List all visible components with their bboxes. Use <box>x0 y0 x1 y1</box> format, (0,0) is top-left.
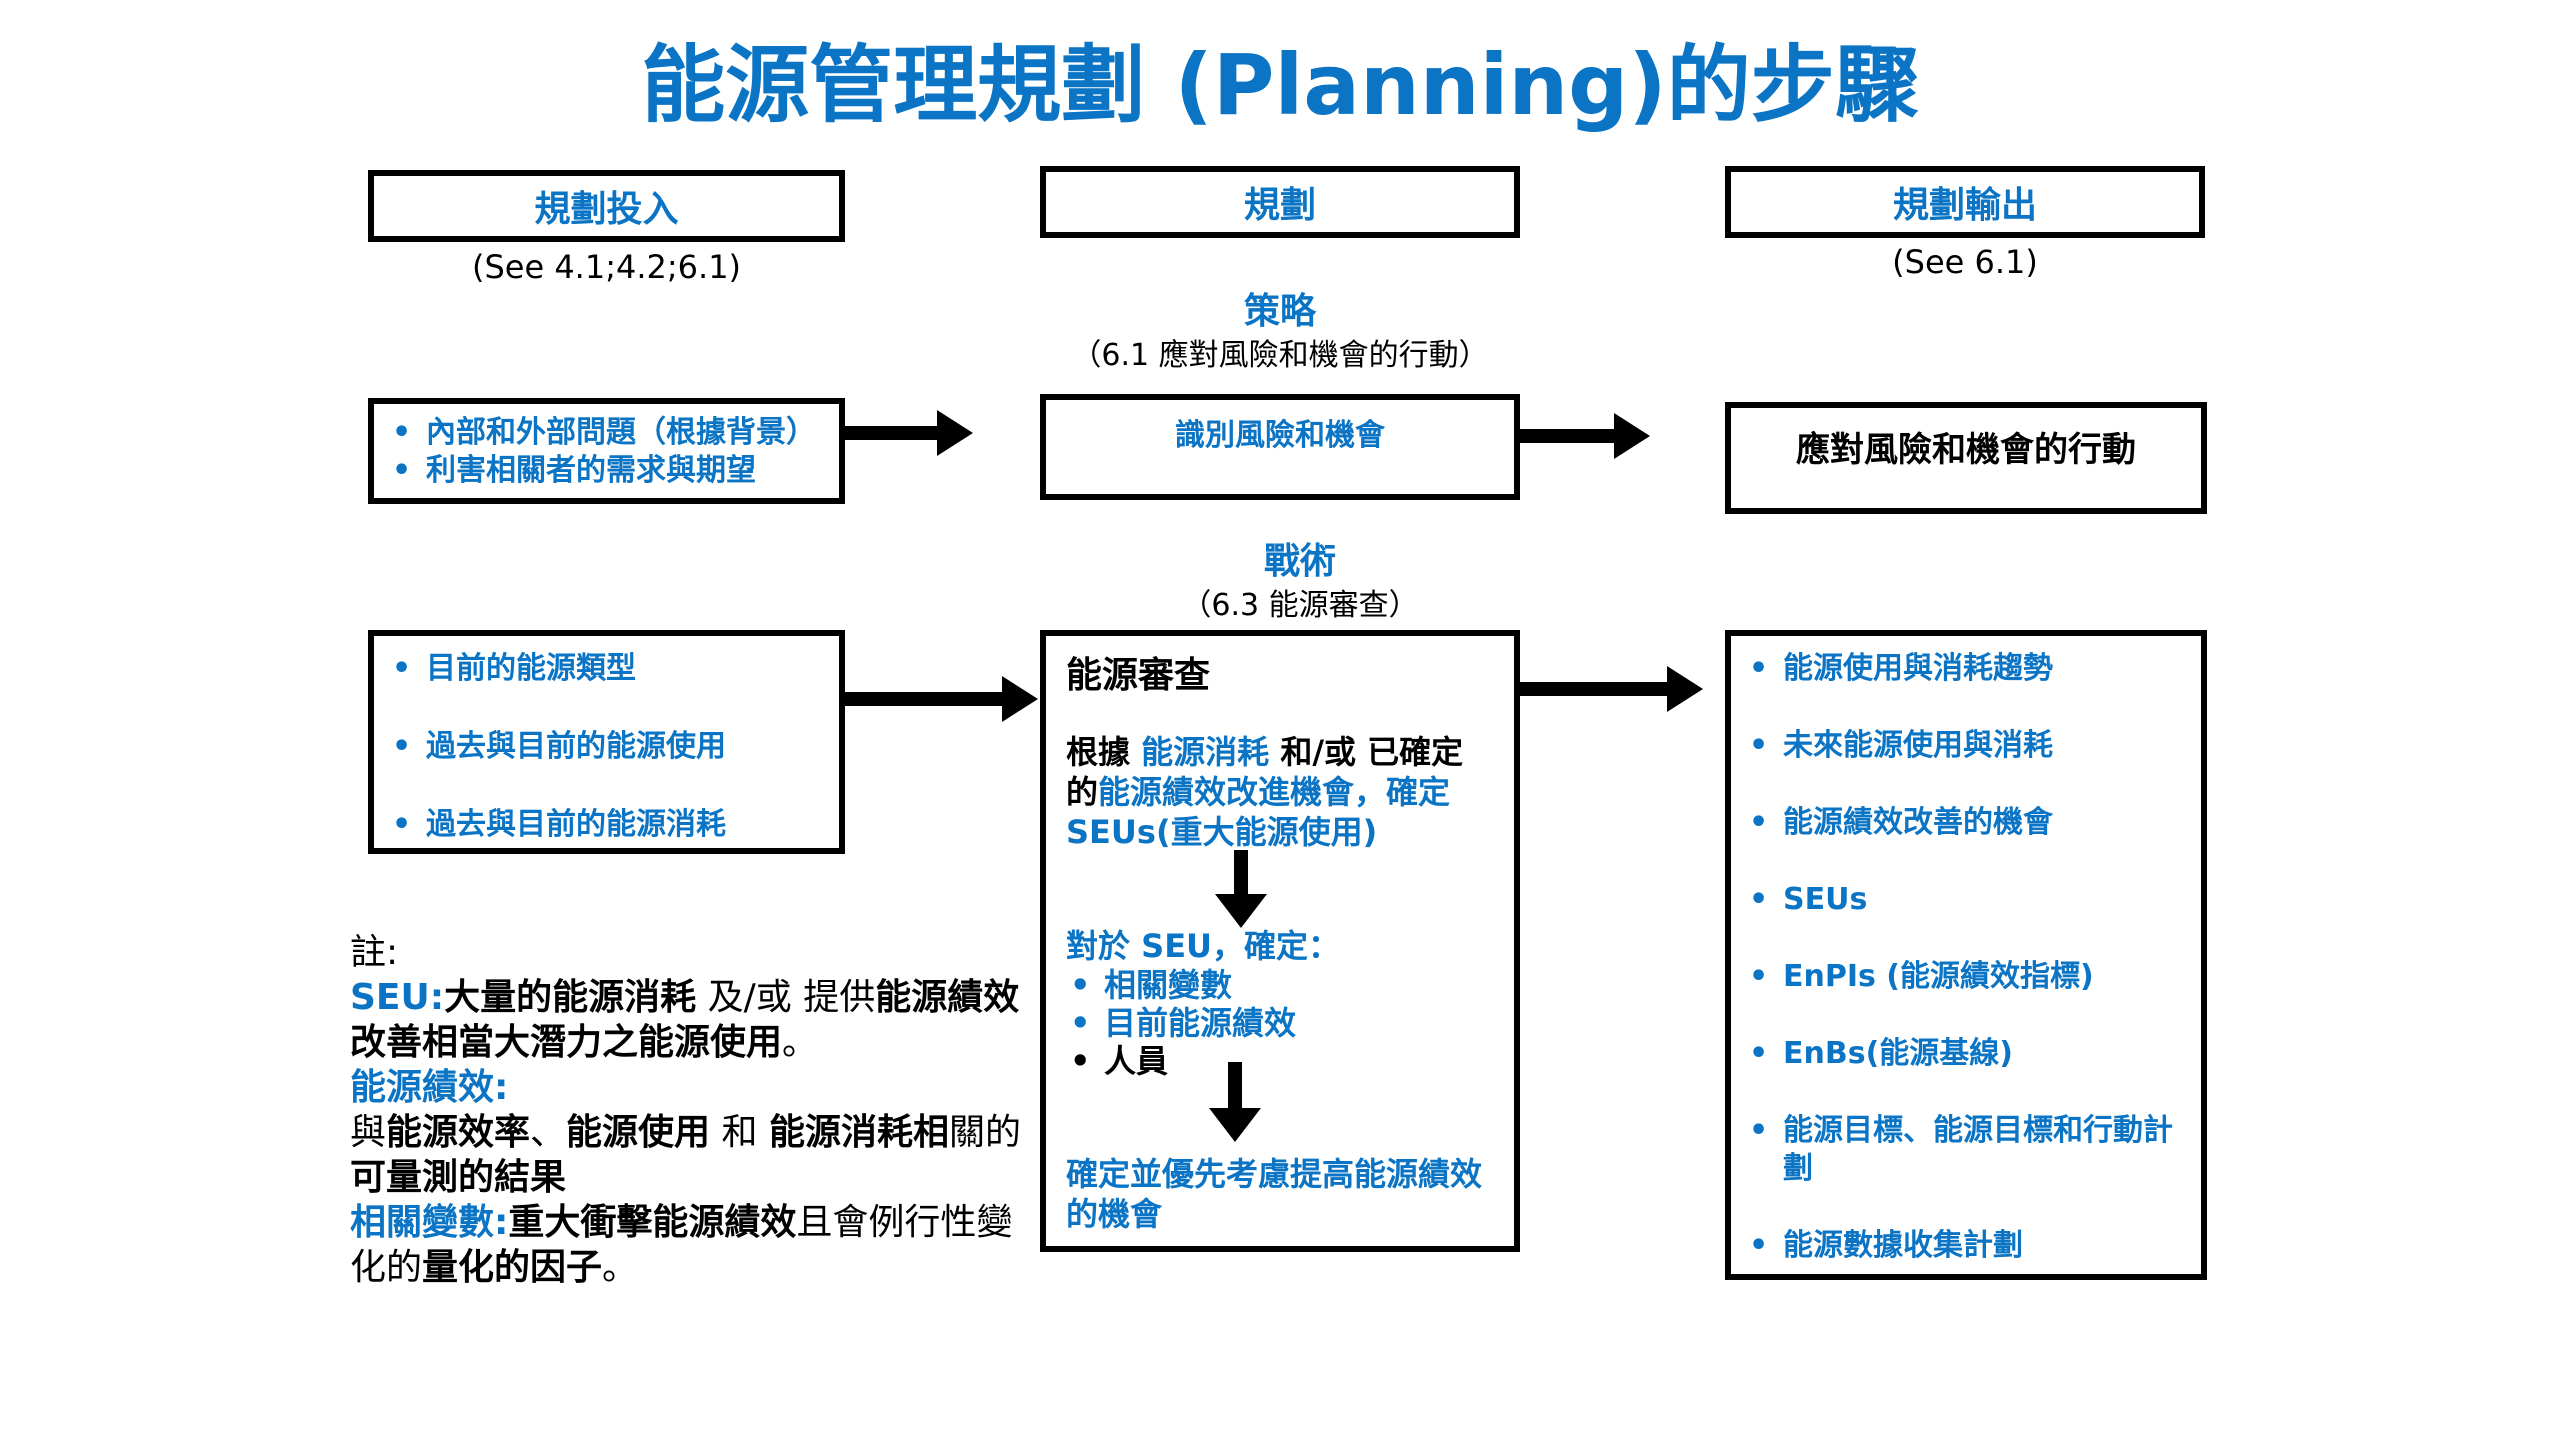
list-item: •過去與目前的能源使用 <box>392 729 726 764</box>
arrow-right-icon <box>1520 666 1703 712</box>
note-performance: 能源績效: 與能源效率、能源使用 和 能源消耗相關的可量測的結果 <box>350 1067 1021 1198</box>
arrow-down-icon <box>1209 1062 1261 1142</box>
page-title: 能源管理規劃 (Planning)的步驟 <box>641 36 1919 134</box>
note-seu: SEU:大量的能源消耗 及/或 提供能源績效改善相當大潛力之能源使用。 <box>350 977 1020 1063</box>
list-item: •能源目標、能源目標和行動計劃 <box>1749 1113 2173 1186</box>
tactics-center-box: 能源審查 根據 能源消耗 和/或 已確定 的能源績效改進機會，確定 SEUs(重… <box>1040 630 1520 1252</box>
arrow-right-icon <box>1520 413 1650 459</box>
list-item: •利害相關者的需求與期望 <box>392 453 756 488</box>
tactics-output-box: •能源使用與消耗趨勢 •未來能源使用與消耗 •能源績效改善的機會 •SEUs •… <box>1725 630 2207 1280</box>
header-plan: 規劃 <box>1040 166 1520 238</box>
strategy-input-box: •內部和外部問題（根據背景） •利害相關者的需求與期望 <box>368 398 845 504</box>
list-item: •能源使用與消耗趨勢 <box>1749 651 2053 686</box>
list-item: •人員 <box>1070 1042 1169 1080</box>
header-output: 規劃輸出 <box>1725 166 2205 238</box>
list-item: •內部和外部問題（根據背景） <box>392 415 816 450</box>
list-item: •SEUs <box>1749 882 1868 917</box>
strategy-center-label: 識別風險和機會 <box>1175 418 1385 453</box>
tactics-subtitle: （6.3 能源審查） <box>1181 588 1419 623</box>
arrow-right-icon <box>845 676 1038 722</box>
notes-block: 註: SEU:大量的能源消耗 及/或 提供能源績效改善相當大潛力之能源使用。 能… <box>350 930 1030 1290</box>
list-item: •能源績效改善的機會 <box>1749 805 2053 840</box>
arrow-down-icon <box>1215 850 1267 928</box>
notes-label: 註: <box>350 932 399 973</box>
note-variables: 相關變數:重大衝擊能源績效且會例行性變化的量化的因子。 <box>350 1202 1013 1288</box>
energy-review-para1: 根據 能源消耗 和/或 已確定 的能源績效改進機會，確定 SEUs(重大能源使用… <box>1066 733 1464 851</box>
energy-review-heading: 能源審查 <box>1066 655 1211 696</box>
arrow-right-icon <box>845 410 973 456</box>
strategy-subtitle: （6.1 應對風險和機會的行動） <box>1071 338 1489 373</box>
see-output: (See 6.1) <box>1892 243 2038 281</box>
tactics-input-box: •目前的能源類型 •過去與目前的能源使用 •過去與目前的能源消耗 <box>368 630 845 854</box>
strategy-title: 策略 <box>1243 291 1316 332</box>
header-input: 規劃投入 <box>368 170 845 242</box>
energy-review-para2: 對於 SEU，確定： •相關變數 •目前能源績效 •人員 <box>1066 926 1506 1080</box>
strategy-output-box: 應對風險和機會的行動 <box>1725 402 2207 514</box>
energy-review-para3: 確定並優先考慮提高能源績效的機會 <box>1066 1155 1483 1233</box>
list-item: •相關變數 <box>1070 966 1233 1004</box>
list-item: •EnBs(能源基線) <box>1749 1036 2013 1071</box>
list-item: •未來能源使用與消耗 <box>1749 728 2053 763</box>
strategy-center-box: 識別風險和機會 <box>1040 394 1520 500</box>
list-item: •目前能源績效 <box>1070 1004 1297 1042</box>
tactics-title: 戰術 <box>1263 541 1336 582</box>
header-input-label: 規劃投入 <box>534 189 679 230</box>
list-item: •目前的能源類型 <box>392 651 636 686</box>
list-item: •過去與目前的能源消耗 <box>392 807 726 842</box>
header-output-label: 規劃輸出 <box>1892 185 2037 226</box>
see-input: (See 4.1;4.2;6.1) <box>471 248 742 286</box>
list-item: •EnPIs (能源績效指標) <box>1749 959 2094 994</box>
strategy-output-label: 應對風險和機會的行動 <box>1796 430 2136 470</box>
list-item: •能源數據收集計劃 <box>1749 1228 2023 1263</box>
header-plan-label: 規劃 <box>1243 185 1316 226</box>
